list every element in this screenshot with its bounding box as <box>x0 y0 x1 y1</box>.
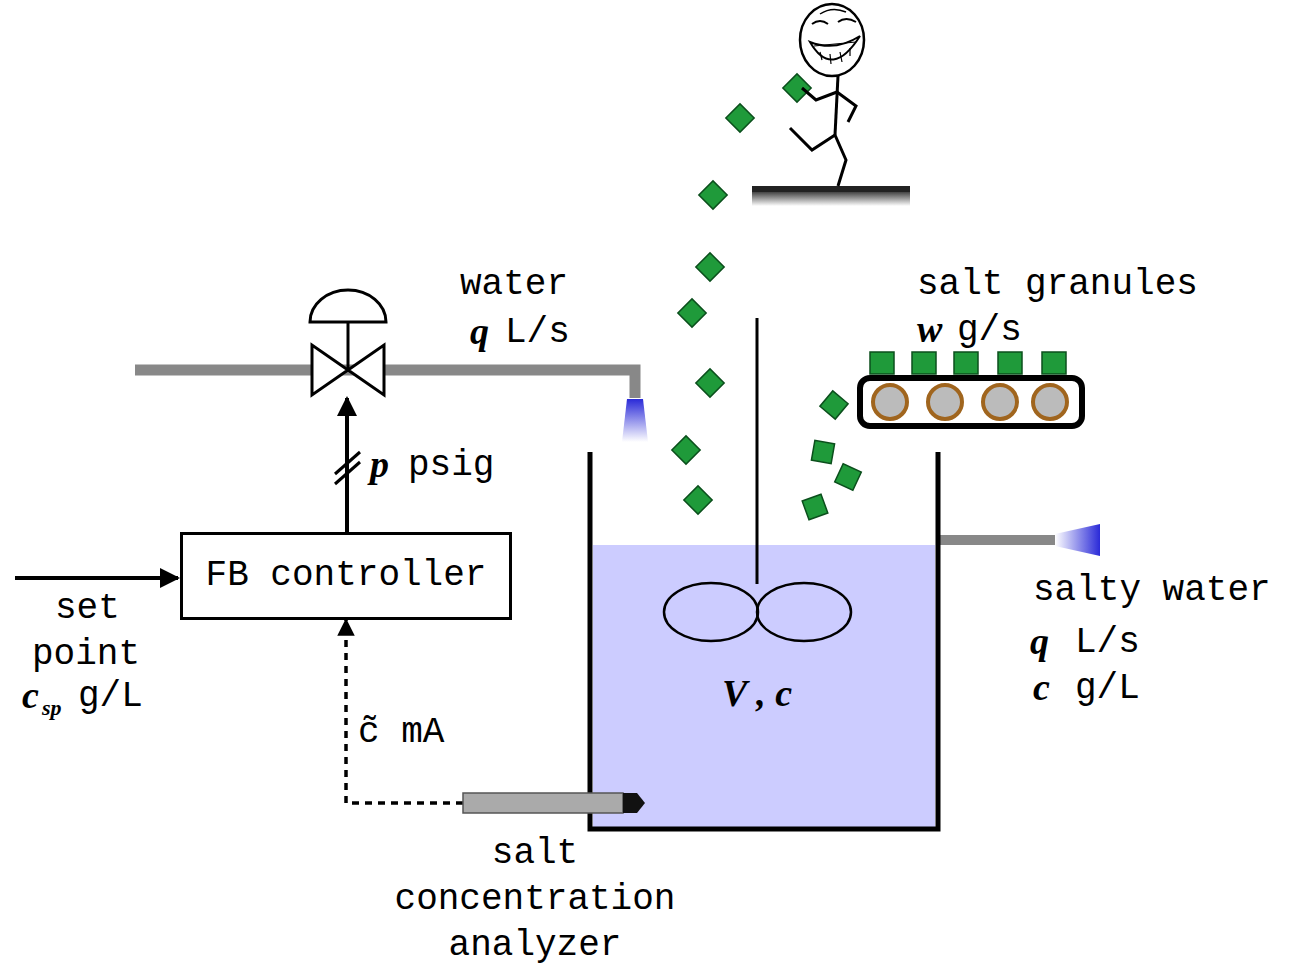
signal-label: c̃ mA <box>356 712 446 753</box>
troll-body <box>835 76 838 135</box>
salt-granule <box>684 486 712 514</box>
tank-wall <box>590 452 938 829</box>
salt-granule <box>811 440 834 463</box>
salt-granule <box>998 352 1022 374</box>
troll-figure <box>752 4 910 206</box>
conveyor-roller <box>1033 385 1067 419</box>
troll-grin <box>810 36 860 60</box>
setpoint-arrow <box>15 576 178 580</box>
valve-body <box>312 345 348 395</box>
salt-granule <box>1042 352 1066 374</box>
valve-actuator <box>310 290 386 322</box>
variable-symbol: p <box>370 443 389 487</box>
agitator-blade <box>757 583 851 641</box>
probe-tip <box>623 793 645 813</box>
outlet-spray <box>1055 524 1100 556</box>
outlet-pipe <box>938 535 1056 545</box>
salt-granule <box>912 352 936 374</box>
variable-symbol: q <box>1030 620 1049 664</box>
salt-granule <box>726 104 754 132</box>
salt-granule <box>672 436 700 464</box>
water-spray <box>622 399 648 442</box>
valve-body <box>348 345 384 395</box>
node-text: FB controller <box>206 555 487 596</box>
tank-walls <box>587 450 941 832</box>
setpoint-label: set <box>55 588 120 629</box>
analyzer-probe-symbol <box>385 785 685 821</box>
platform <box>752 186 910 192</box>
salt-granule <box>954 352 978 374</box>
salt-granule <box>696 253 724 281</box>
variable-symbol: w <box>917 308 942 352</box>
agitator-blade <box>664 583 758 641</box>
valve-stem <box>347 322 350 370</box>
controller-box: FB controller <box>180 532 512 620</box>
troll-arms <box>802 88 856 122</box>
stream-label: water <box>460 264 568 305</box>
tank-variables: V , c <box>587 672 927 716</box>
unit-label: L/s <box>1075 622 1140 663</box>
measurement-signal <box>346 620 463 803</box>
agitator <box>664 318 851 641</box>
thrown-salt <box>672 74 811 514</box>
variable-symbol: q <box>470 310 489 354</box>
signal-slash <box>335 452 360 474</box>
unit-label: g/L <box>1075 668 1140 709</box>
subscript: sp <box>42 696 62 720</box>
conveyor-roller <box>928 385 962 419</box>
control-valve <box>310 290 386 395</box>
conveyor-roller <box>983 385 1017 419</box>
unit-label: L/s <box>505 312 570 353</box>
platform-shadow <box>752 192 910 206</box>
salt-granule <box>835 464 862 491</box>
unit-label: g/L <box>78 676 143 717</box>
conveyor-belt <box>860 378 1082 426</box>
probe-body <box>463 793 623 813</box>
salt-granule <box>696 369 724 397</box>
salt-granule <box>802 494 828 520</box>
salt-granule <box>870 352 894 374</box>
signal-slash <box>335 462 360 484</box>
stream-label: salty water <box>1033 570 1271 611</box>
unit-label: g/s <box>957 310 1022 351</box>
analyzer-probe: salt concentration analyzer <box>385 785 685 966</box>
agitator-shaft <box>756 318 759 584</box>
salt-granule <box>678 299 706 327</box>
troll-face <box>800 4 864 76</box>
salt-granule <box>783 74 811 102</box>
unit-label: psig <box>408 445 494 486</box>
conveyor-roller <box>873 385 907 419</box>
mixing-tank: V , c <box>587 450 941 832</box>
salt-conveyor <box>860 352 1082 426</box>
setpoint-label: point <box>32 634 140 675</box>
falling-salt <box>802 391 861 520</box>
salt-granule <box>820 391 848 419</box>
troll-legs <box>790 128 846 186</box>
troll-teeth <box>814 42 856 64</box>
analyzer-label: salt concentration analyzer <box>385 831 685 966</box>
variable-symbol: c <box>1033 666 1050 710</box>
tank-liquid <box>593 545 935 828</box>
stream-label: salt granules <box>917 264 1198 305</box>
troll-brow <box>820 9 846 14</box>
variable-symbol: c <box>22 674 39 718</box>
salt-granule <box>699 181 727 209</box>
troll-eyes <box>812 19 856 24</box>
